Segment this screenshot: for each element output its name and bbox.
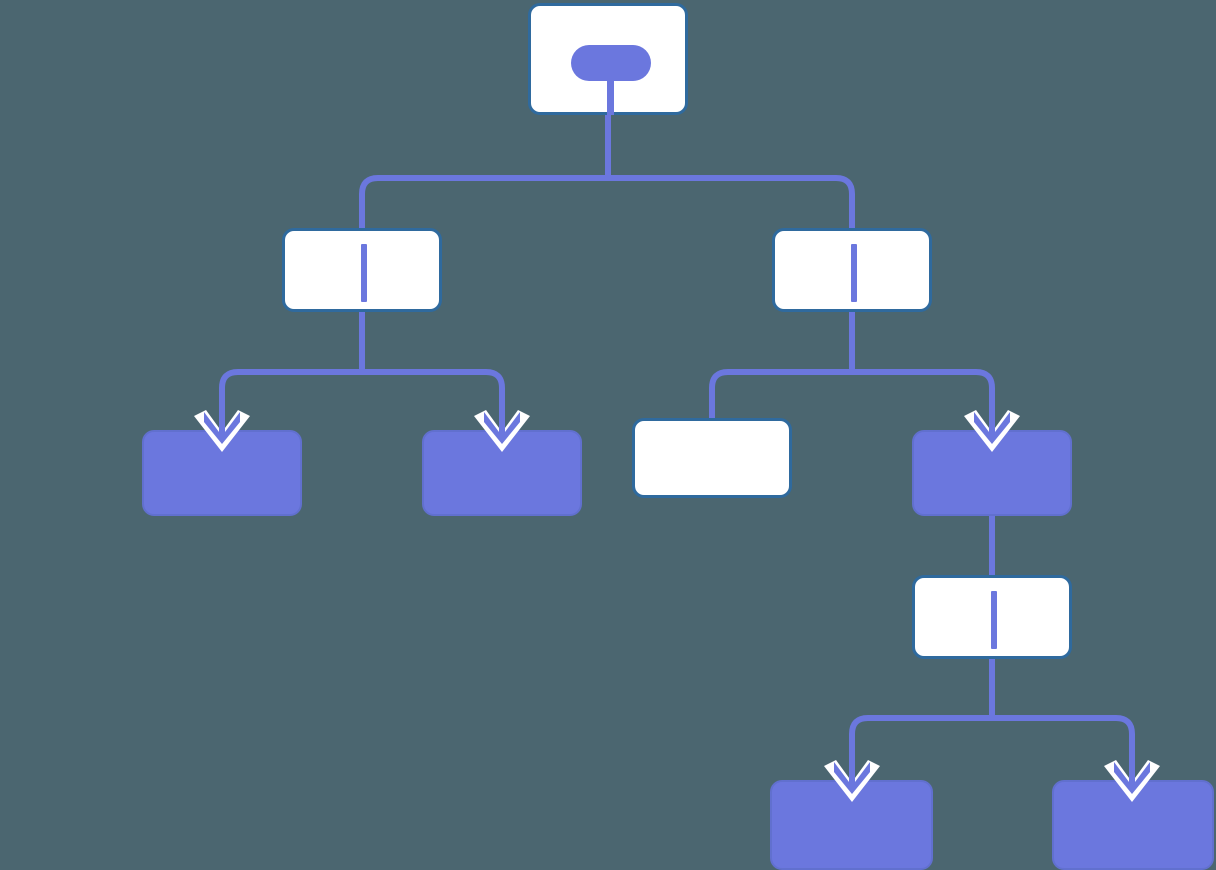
root-pill-glyph	[571, 45, 651, 81]
branch-node-d[interactable]	[912, 430, 1072, 516]
leaf-node-f[interactable]	[1052, 780, 1214, 870]
vertical-bar-glyph	[361, 244, 367, 302]
edge-right-to-branch-d	[852, 369, 995, 436]
leaf-node-e[interactable]	[770, 780, 933, 870]
vertical-bar-glyph	[851, 244, 857, 302]
root-node[interactable]	[528, 3, 688, 115]
level1-right-node[interactable]	[772, 228, 932, 312]
leaf-node-a[interactable]	[142, 430, 302, 516]
edge-right-to-empty	[709, 369, 852, 420]
root-stem-glyph	[607, 76, 614, 115]
edge-root-to-level1-left	[359, 175, 608, 228]
edge-level3-to-leaf-f	[992, 715, 1135, 786]
leaf-node-b[interactable]	[422, 430, 582, 516]
empty-white-node[interactable]	[632, 418, 792, 498]
level3-node[interactable]	[912, 575, 1072, 659]
vertical-bar-glyph	[991, 591, 997, 649]
edge-root-to-level1-right	[608, 175, 855, 228]
level1-left-node[interactable]	[282, 228, 442, 312]
edge-level3-to-leaf-e	[849, 715, 992, 786]
edge-left-to-leaf-a	[219, 369, 362, 436]
edge-left-to-leaf-b	[362, 369, 505, 436]
